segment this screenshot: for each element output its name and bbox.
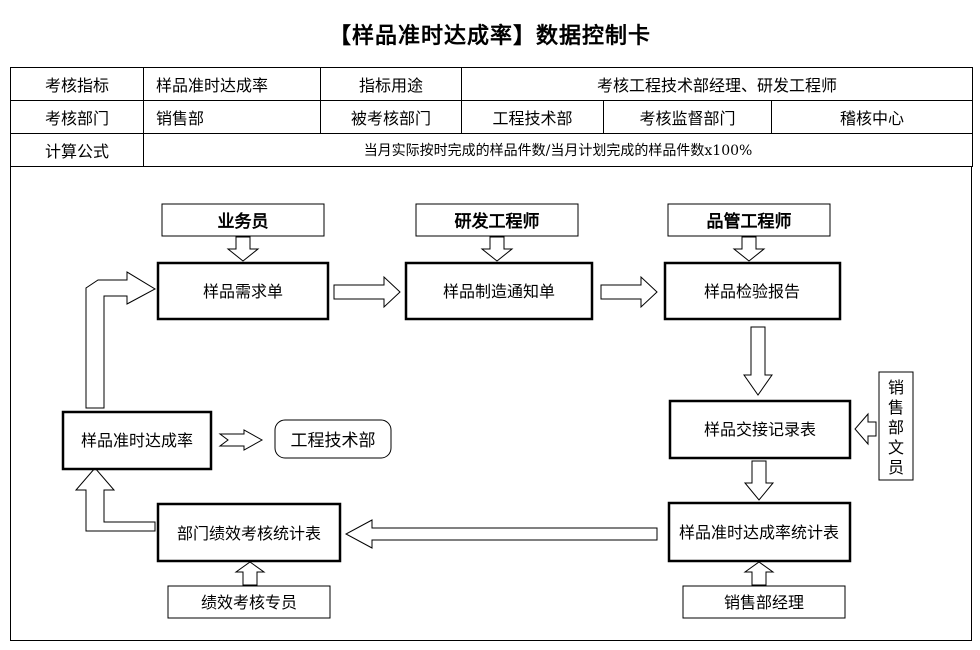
- label-formula: 计算公式: [10, 133, 144, 167]
- box-sales-manager: 销售部经理: [682, 585, 846, 619]
- arrow-up-manager: [743, 561, 775, 586]
- sales-manager-label: 销售部经理: [724, 593, 804, 612]
- label-assessed: 被考核部门: [320, 100, 462, 134]
- box-handover-record: 样品交接记录表: [668, 399, 852, 460]
- sales-clerk-char-4: 文: [888, 438, 904, 457]
- label-purpose: 指标用途: [320, 67, 462, 101]
- arrow-down-2: [480, 236, 514, 262]
- label-indicator: 考核指标: [10, 67, 144, 101]
- box-sample-request: 样品需求单: [156, 261, 330, 321]
- arrow-left-long: [344, 519, 658, 549]
- qc-engineer-label: 品管工程师: [707, 211, 792, 232]
- arrow-left-clerk: [854, 412, 877, 446]
- arrow-bent-up: [74, 467, 156, 532]
- arrow-down-5: [743, 460, 775, 501]
- diagram-frame: [10, 167, 972, 641]
- label-dept: 考核部门: [10, 100, 144, 134]
- dept-kpi-stats-label: 部门绩效考核统计表: [177, 524, 321, 543]
- box-dept-kpi-stats: 部门绩效考核统计表: [156, 502, 342, 563]
- arrow-right-double: [218, 429, 264, 451]
- salesperson-label: 业务员: [218, 211, 269, 232]
- handover-record-label: 样品交接记录表: [704, 420, 816, 439]
- arrow-down-3: [732, 236, 766, 262]
- info-table: 考核指标 样品准时达成率 指标用途 考核工程技术部经理、研发工程师 考核部门 销…: [10, 67, 974, 167]
- arrow-bent-right: [85, 271, 157, 409]
- box-manufacture-notice: 样品制造通知单: [404, 261, 594, 321]
- on-time-stats-label: 样品准时达成率统计表: [679, 523, 839, 542]
- rd-engineer-label: 研发工程师: [455, 211, 540, 232]
- box-salesperson: 业务员: [161, 203, 325, 237]
- sales-clerk-char-5: 员: [888, 458, 904, 477]
- table-row: 计算公式 当月实际按时完成的样品件数/当月计划完成的样品件数x100%: [10, 133, 974, 167]
- sample-request-label: 样品需求单: [203, 282, 283, 301]
- label-supervise: 考核监督部门: [603, 100, 772, 134]
- box-sales-clerk: 销 售 部 文 员: [878, 371, 914, 481]
- box-kpi-specialist: 绩效考核专员: [167, 585, 331, 619]
- arrow-up-specialist: [234, 561, 266, 586]
- manufacture-notice-label: 样品制造通知单: [443, 282, 555, 301]
- value-formula: 当月实际按时完成的样品件数/当月计划完成的样品件数x100%: [142, 133, 974, 167]
- arrow-down-1: [226, 236, 260, 262]
- value-supervise: 稽核中心: [770, 100, 974, 134]
- sales-clerk-char-3: 部: [888, 418, 904, 437]
- arrow-right-1: [333, 275, 401, 309]
- table-row: 考核部门 销售部 被考核部门 工程技术部 考核监督部门 稽核中心: [10, 100, 974, 134]
- box-on-time-stats: 样品准时达成率统计表: [667, 501, 852, 563]
- sales-clerk-char-2: 售: [888, 398, 904, 417]
- sales-clerk-char-1: 销: [888, 378, 904, 397]
- box-inspection-report: 样品检验报告: [663, 261, 842, 321]
- box-qc-engineer: 品管工程师: [667, 203, 831, 237]
- kpi-specialist-label: 绩效考核专员: [201, 593, 297, 612]
- box-rd-engineer: 研发工程师: [415, 203, 579, 237]
- value-indicator: 样品准时达成率: [143, 67, 321, 101]
- engineering-dept-label: 工程技术部: [291, 431, 376, 451]
- table-row: 考核指标 样品准时达成率 指标用途 考核工程技术部经理、研发工程师: [10, 67, 974, 101]
- box-engineering-dept: 工程技术部: [274, 419, 392, 459]
- on-time-rate-label: 样品准时达成率: [81, 431, 193, 450]
- value-dept: 销售部: [143, 100, 321, 134]
- box-on-time-rate: 样品准时达成率: [61, 410, 213, 471]
- page-title: 【样品准时达成率】数据控制卡: [328, 23, 651, 49]
- inspection-report-label: 样品检验报告: [704, 282, 800, 301]
- arrow-down-4: [743, 326, 773, 396]
- arrow-right-2: [600, 275, 658, 309]
